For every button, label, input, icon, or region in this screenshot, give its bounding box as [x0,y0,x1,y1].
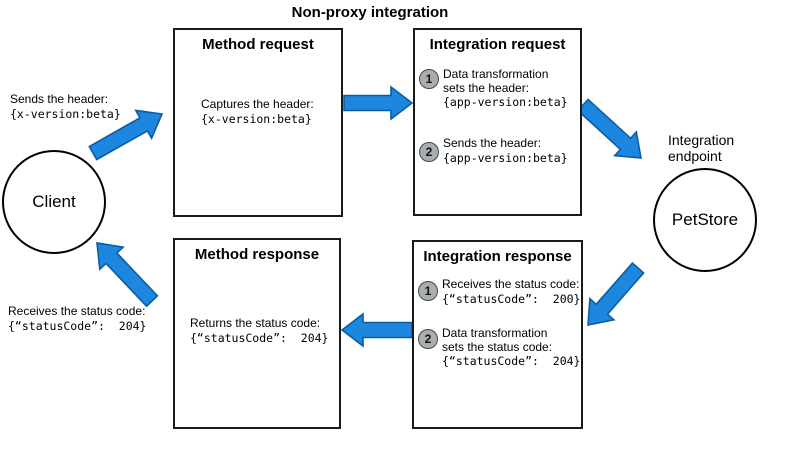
step-2-badge: 2 [418,329,438,349]
step-code-line: {app-version:beta} [443,95,568,109]
client-node: Client [2,150,106,254]
client-receive-note-code: {“statusCode”: 204} [8,318,147,333]
step-1-number: 1 [424,284,432,298]
method-response-text: Returns the status code: [190,316,321,330]
step-text-line: sets the header: [443,80,530,95]
arrow-method-response-to-client-icon [96,242,159,308]
method-request-code: {x-version:beta} [201,111,312,126]
integration-response-title: Integration response [423,248,572,265]
step-2-badge: 2 [419,142,439,162]
step-text-line: sets the status code: [442,339,553,354]
method-response-title: Method response [194,246,320,263]
integration-request-box: Integration request 1 Data transformatio… [413,28,582,216]
client-receive-note: Receives the status code: {“statusCode”:… [8,304,147,333]
client-label: Client [32,192,76,211]
integration-response-step-2: Data transformation sets the status code… [442,326,581,368]
endpoint-caption-line1: Integration [668,132,735,148]
client-send-note: Sends the header: {x-version:beta} [10,92,121,121]
method-request-content: Captures the header: {x-version:beta} [201,97,314,126]
integration-request-step-2: Sends the header: {app-version:beta} [443,136,568,165]
method-response-box: Method response Returns the status code:… [173,238,341,429]
petstore-label: PetStore [671,210,739,229]
method-request-box: Method request Captures the header: {x-v… [173,28,343,217]
method-request-title: Method request [202,36,314,53]
arrow-integration-request-to-endpoint-icon [576,98,642,159]
client-send-note-text: Sends the header: [10,92,109,106]
diagram-title: Non-proxy integration [291,4,449,21]
endpoint-caption-line2: endpoint [668,148,722,164]
step-2-number: 2 [424,332,432,346]
client-send-note-code: {x-version:beta} [10,106,121,121]
integration-request-title: Integration request [429,36,566,53]
method-response-code: {“statusCode”: 204} [190,330,329,345]
arrow-method-request-to-integration-request-icon [343,85,414,121]
step-code-line: {app-version:beta} [443,150,568,165]
integration-response-step-1: Receives the status code: {“statusCode”:… [442,277,581,306]
step-text-line: Sends the header: [443,136,542,150]
step-1-badge: 1 [419,69,439,89]
step-text-line: Receives the status code: [442,277,580,291]
method-request-text: Captures the header: [201,97,314,111]
step-text-line: Data transformation [442,326,548,340]
step-code-line: {“statusCode”: 200} [442,291,581,306]
petstore-node: PetStore [653,168,757,272]
integration-response-box: Integration response 1 Receives the stat… [412,240,583,429]
step-2-number: 2 [425,145,433,159]
step-1-number: 1 [425,72,433,86]
method-response-content: Returns the status code: {“statusCode”: … [190,316,329,345]
integration-request-step-1: Data transformation sets the header: {ap… [443,67,568,109]
arrow-integration-response-to-method-response-icon [340,312,413,348]
integration-endpoint-caption: Integration endpoint [668,132,734,164]
step-text-line: Data transformation [443,67,549,81]
step-1-badge: 1 [418,281,438,301]
client-receive-note-text: Receives the status code: [8,304,146,318]
step-code-line: {“statusCode”: 204} [442,354,581,368]
arrow-endpoint-to-integration-response-icon [587,261,645,326]
